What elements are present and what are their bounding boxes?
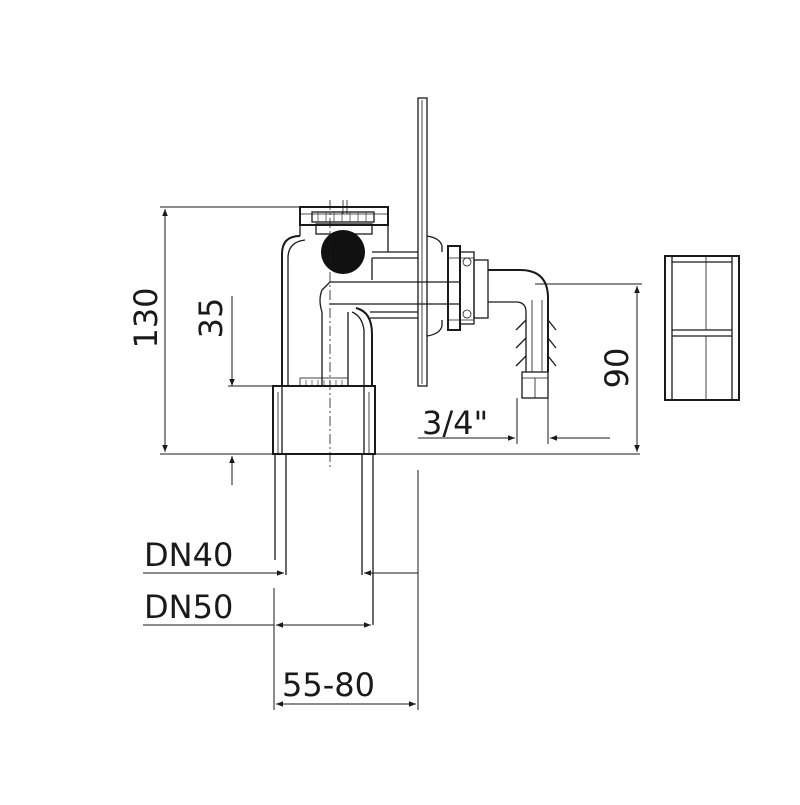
dim-90-label: 90 [598,348,636,389]
outlet-pipe [272,385,376,625]
dim-130: 130 [127,206,300,452]
dim-depth-label: 55-80 [282,666,375,704]
dim-130-label: 130 [127,287,165,348]
check-ball [321,230,365,274]
dim-dn40: DN40 [143,536,418,576]
dim-35-label: 35 [192,298,230,339]
dim-depth: 55-80 [276,470,419,710]
hose-connector [447,245,557,399]
sleeve-part [664,255,740,401]
dim-dn50: DN50 [143,588,371,710]
wall-plate [417,97,443,387]
dim-dn50-label: DN50 [144,588,233,626]
dim-dn40-label: DN40 [144,536,233,574]
dim-thread: 3/4" [418,398,610,444]
dim-thread-label: 3/4" [422,404,488,442]
trap-body [281,200,460,470]
dim-90: 90 [535,283,642,452]
dim-35: 35 [192,296,273,485]
